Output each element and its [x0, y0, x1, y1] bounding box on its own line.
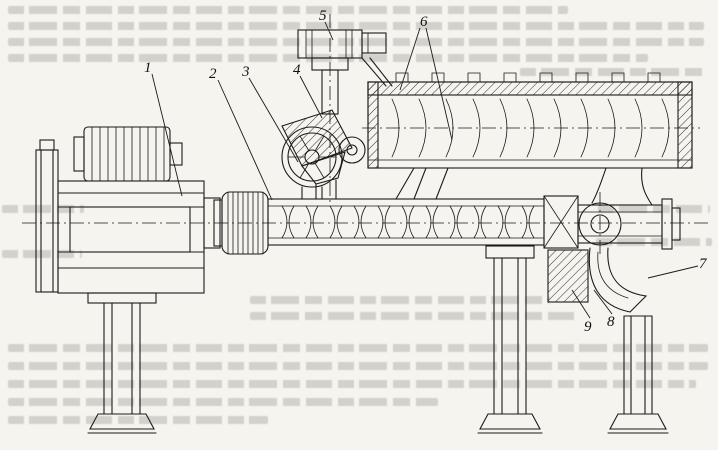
callout-1: 1 [144, 60, 152, 76]
ghost-text-line [8, 22, 704, 30]
callout-8: 8 [607, 314, 615, 330]
ghost-text-line [8, 398, 438, 406]
ghost-text-line [2, 205, 84, 213]
top-drive [297, 29, 393, 115]
ghost-text-line [8, 344, 708, 352]
frame-plate [35, 139, 59, 293]
motor-assembly [73, 126, 183, 182]
callout-3: 3 [241, 64, 250, 80]
callout-4: 4 [293, 62, 301, 78]
ghost-text-line [250, 312, 580, 320]
feed-hopper [281, 109, 353, 200]
gearbox [57, 180, 221, 304]
ghost-text-line [598, 205, 710, 213]
callout-9: 9 [584, 319, 592, 335]
callout-7: 7 [699, 256, 708, 272]
centerlines [22, 14, 708, 258]
trough-clips [395, 72, 661, 83]
callout-2: 2 [209, 66, 217, 82]
discharge-spout [547, 247, 648, 313]
support-legs [87, 245, 669, 434]
ghost-text-line [8, 38, 704, 46]
screw-flights-back [288, 205, 535, 239]
rotary-joint [578, 202, 622, 246]
ghost-text-line [8, 6, 568, 14]
ghost-text-line [2, 250, 82, 258]
ghost-text-line [8, 416, 268, 424]
callout-leaders [151, 21, 699, 319]
conveyor-trough [367, 72, 693, 206]
ghost-text-line [250, 296, 550, 304]
callout-numbers: 1 2 3 4 5 6 7 8 9 [144, 8, 708, 335]
ghost-text-line [520, 68, 706, 76]
ghost-text-line [596, 238, 712, 246]
ghost-text-line [8, 362, 708, 370]
callout-5: 5 [319, 8, 327, 24]
ghost-text-line [8, 380, 696, 388]
discharge-pipe [577, 198, 681, 250]
trough-screw [391, 98, 670, 158]
screw-flights [281, 205, 528, 239]
callout-6: 6 [420, 14, 428, 30]
screw-barrel [267, 195, 579, 249]
